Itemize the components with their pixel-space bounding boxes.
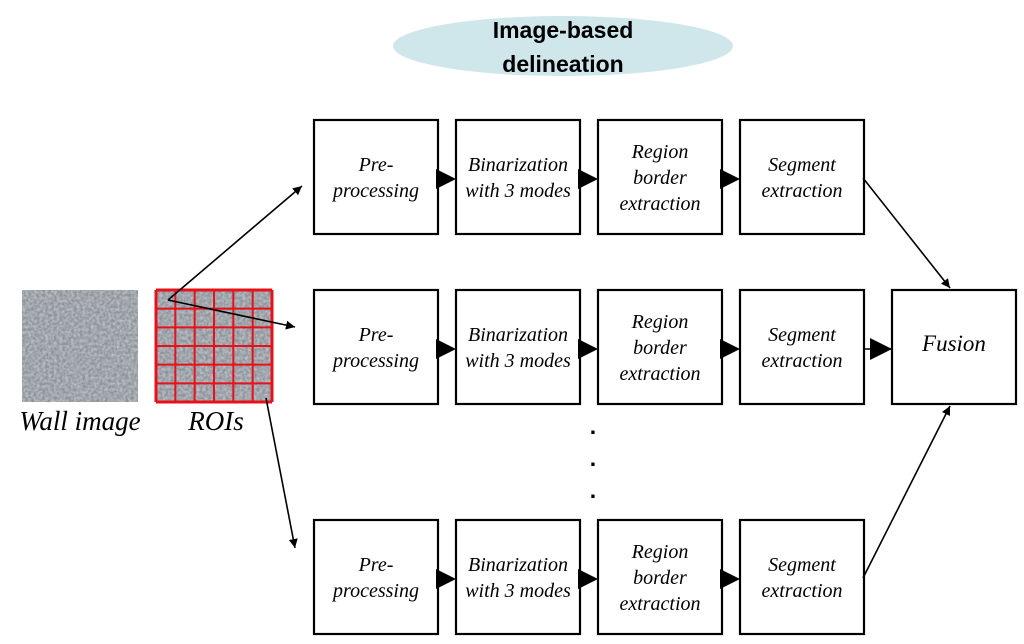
step-box [738, 518, 866, 636]
step-label-line: Binarization [468, 324, 568, 346]
step-label-line: extraction [619, 593, 700, 615]
title-line-1: Image-based [493, 17, 634, 43]
step-box [454, 118, 582, 236]
step-label-line: border [633, 567, 687, 589]
step-label-line: Pre- [358, 324, 394, 346]
step-label-line: processing [331, 180, 419, 202]
fusion-group: Fusion [890, 288, 1018, 406]
arrow-roi-to-row-1 [167, 185, 303, 301]
roi-image-group: ROIs [154, 288, 274, 436]
step-label-line: Pre- [358, 154, 394, 176]
arrowhead-icon [720, 169, 740, 189]
roi-label: ROIs [187, 406, 244, 436]
title-ellipse [393, 16, 733, 76]
arrowhead-icon [870, 338, 892, 360]
arrowhead-icon [578, 569, 598, 589]
pipeline-row-2: Pre-processing Binarization with 3 modes Re… [312, 288, 892, 406]
fusion-box [890, 288, 1018, 406]
step-label-line: Region [631, 311, 689, 333]
step-label-line: extraction [761, 580, 842, 602]
fusion-arrows [862, 177, 951, 579]
step-label-line: border [633, 167, 687, 189]
ellipsis-dot-1: . [590, 413, 596, 439]
step-label-line: with 3 modes [465, 350, 571, 372]
step-label-line: with 3 modes [465, 580, 571, 602]
arrow-row-3-to-fusion [862, 405, 951, 579]
step-label-line: processing [331, 580, 419, 602]
step-label-line: processing [331, 350, 419, 372]
step-box [454, 288, 582, 406]
step-label-line: extraction [761, 180, 842, 202]
arrowhead-icon [436, 339, 456, 359]
arrowhead-icon [720, 339, 740, 359]
arrow-roi-to-row-2 [167, 299, 296, 330]
step-box [312, 288, 440, 406]
title-group: Image-based delineation [393, 16, 733, 77]
ellipsis-dots: . . . [590, 413, 596, 503]
wall-image-label: Wall image [19, 406, 140, 436]
step-label-line: Region [631, 141, 689, 163]
step-label-line: extraction [619, 363, 700, 385]
step-label-line: Binarization [468, 154, 568, 176]
wall-image-group: Wall image [19, 290, 141, 436]
step-box [738, 288, 866, 406]
step-label-line: Binarization [468, 554, 568, 576]
arrow-roi-to-row-3 [265, 397, 298, 549]
step-label-line: extraction [619, 193, 700, 215]
step-box [454, 518, 582, 636]
step-label-line: Segment [768, 324, 836, 346]
arrowhead-icon [578, 339, 598, 359]
pipeline-row-1: Pre-processing Binarization with 3 modes Re… [312, 118, 866, 236]
arrow-row-1-to-fusion [862, 177, 951, 289]
arrowhead-icon [436, 569, 456, 589]
step-box [312, 118, 440, 236]
ellipsis-dot-3: . [590, 477, 596, 503]
arrowhead-icon [436, 169, 456, 189]
step-box [596, 118, 724, 236]
arrowhead-icon [578, 169, 598, 189]
title-line-2: delineation [502, 51, 623, 77]
wall-image-texture [22, 290, 138, 402]
step-label-line: border [633, 337, 687, 359]
ellipsis-dot-2: . [590, 445, 596, 471]
step-label-line: with 3 modes [465, 180, 571, 202]
arrowhead-icon [720, 569, 740, 589]
step-label-line: Segment [768, 554, 836, 576]
step-label-line: extraction [761, 350, 842, 372]
step-label-line: Segment [768, 154, 836, 176]
branch-arrows [167, 185, 303, 549]
step-label-line: Pre- [358, 554, 394, 576]
step-label-line: Region [631, 541, 689, 563]
step-box [312, 518, 440, 636]
roi-grid [154, 288, 274, 404]
pipeline-row-3: Pre-processing Binarization with 3 modes Re… [312, 518, 866, 636]
fusion-label: Fusion [921, 331, 986, 356]
step-box [738, 118, 866, 236]
